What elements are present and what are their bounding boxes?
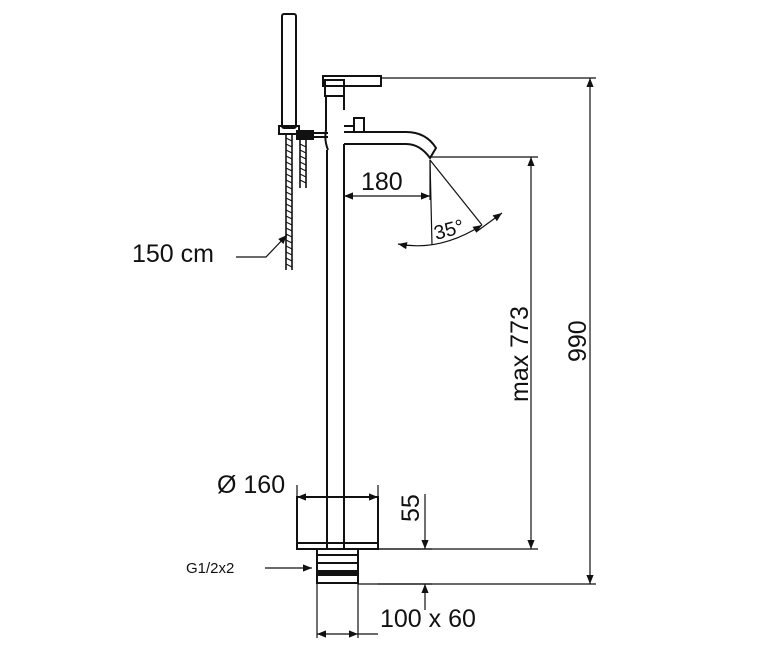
hose-connector xyxy=(296,130,328,140)
mount-size-label: 100 x 60 xyxy=(380,605,476,633)
leader-hose xyxy=(236,234,288,258)
spout-reach-label: 180 xyxy=(361,168,403,196)
dimension-990 xyxy=(358,77,596,585)
floor-mount xyxy=(316,548,359,584)
hand-shower xyxy=(278,13,300,135)
base-height-label: 55 xyxy=(397,494,425,522)
connection-label: G1/2x2 xyxy=(186,560,234,577)
spout-angle-label: 35° xyxy=(432,216,467,245)
max-height-label: max 773 xyxy=(506,306,534,402)
column xyxy=(326,144,345,549)
dimension-diameter-160 xyxy=(296,485,379,501)
dimension-100x60 xyxy=(316,583,378,638)
base-plate xyxy=(296,496,379,550)
hose-length-label: 150 cm xyxy=(132,240,214,268)
shower-hose xyxy=(285,134,307,270)
dimension-55 xyxy=(378,494,432,610)
spout xyxy=(344,131,438,160)
total-height-label: 990 xyxy=(564,320,592,362)
dimension-35-degree xyxy=(397,159,503,250)
base-diameter-label: Ø 160 xyxy=(217,471,285,499)
mixer-body xyxy=(322,75,382,151)
